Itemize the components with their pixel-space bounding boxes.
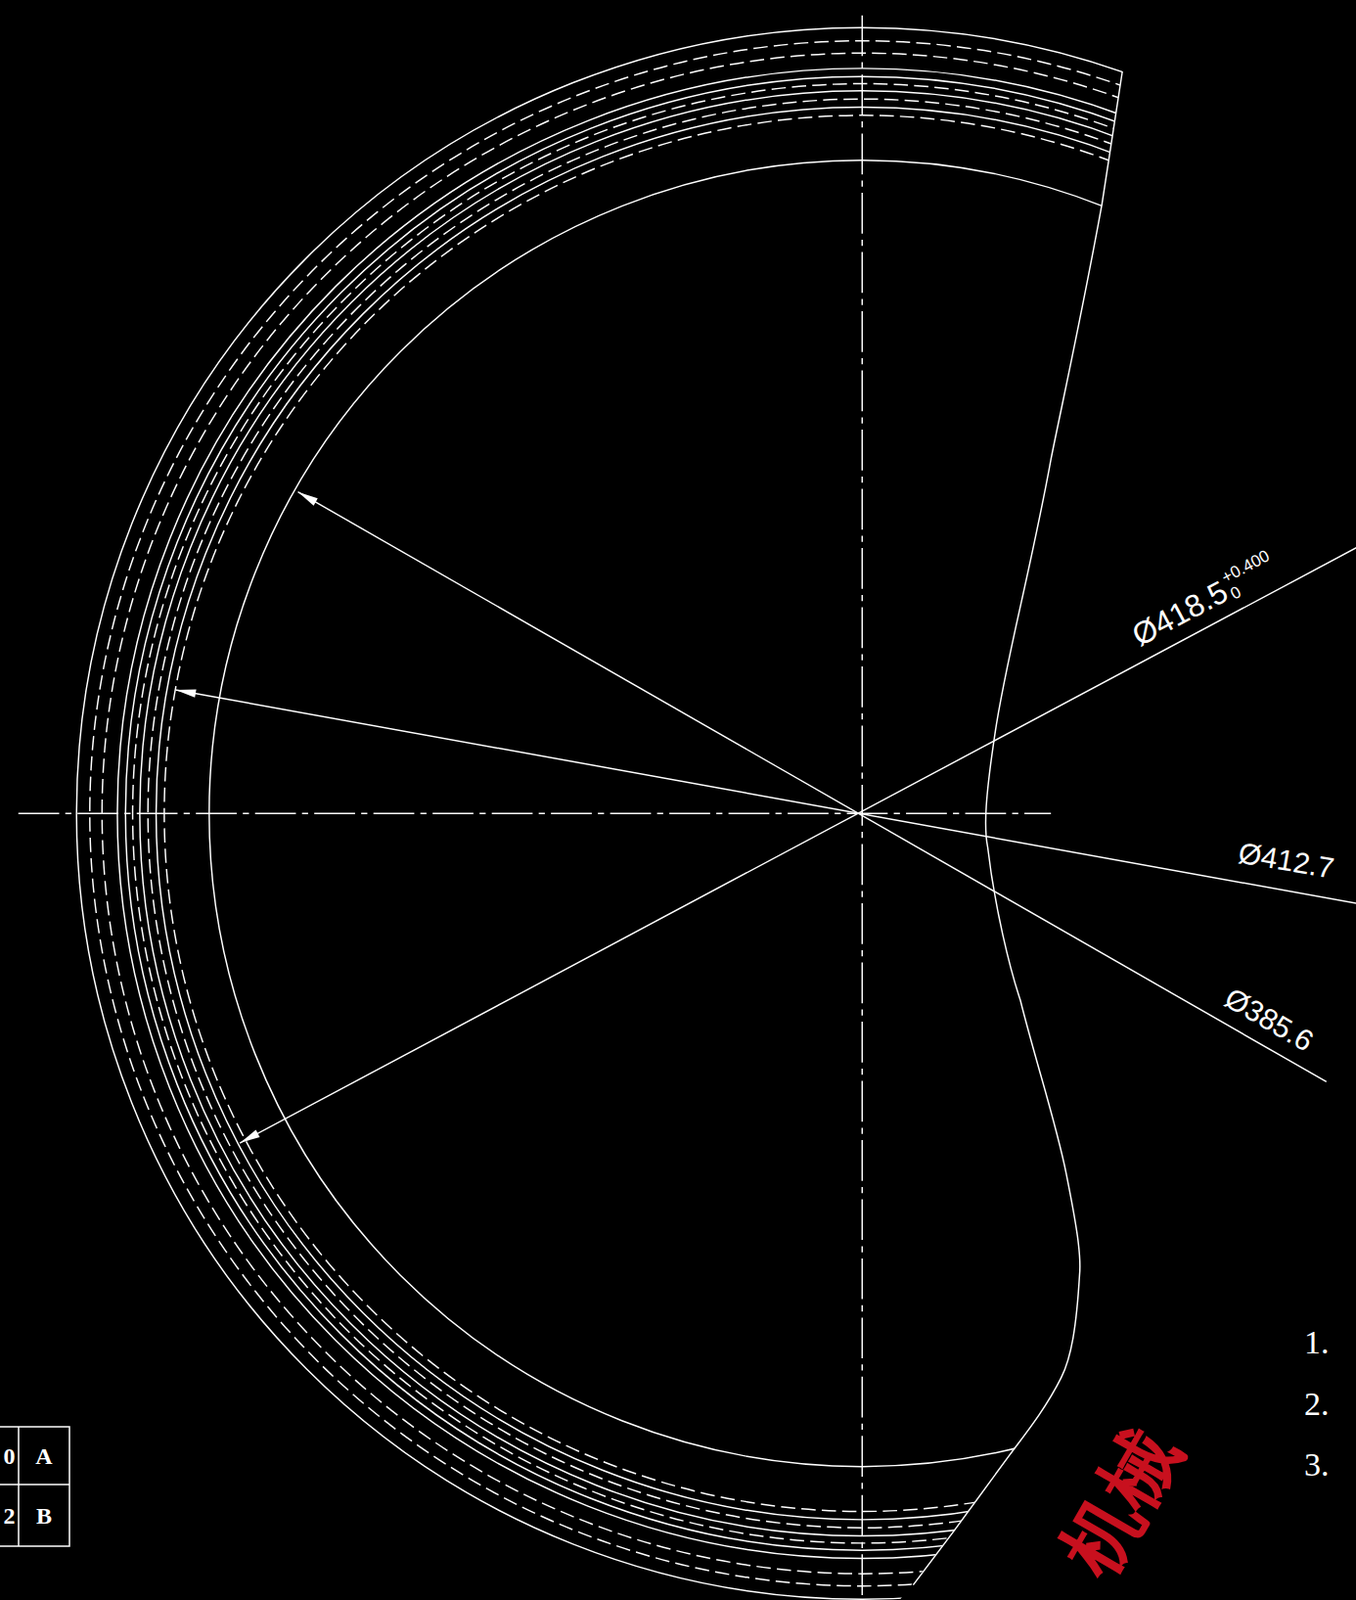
watermark: 机械 [1043, 1413, 1192, 1587]
table-cell: 2 [0, 1484, 19, 1546]
dimension-text: Ø412.7 [1235, 837, 1337, 887]
dimension-group: Ø418.5+0.4000 [1123, 542, 1282, 655]
watermark-text: 机械 [1048, 1416, 1192, 1587]
dimension-text: Ø418.5 [1127, 575, 1235, 655]
note-number: 3. [1304, 1447, 1330, 1482]
dimension-line [298, 492, 1327, 1083]
tolerance-text: +0.400 [1219, 546, 1272, 587]
arrowhead [175, 689, 196, 698]
dimension-line [175, 689, 1356, 905]
arrowhead [239, 1130, 260, 1143]
table-cell: B [18, 1484, 70, 1546]
note-number: 2. [1304, 1387, 1330, 1421]
table-cell: 0 [0, 1426, 19, 1485]
note-number: 1. [1304, 1325, 1330, 1359]
table-cell: A [18, 1426, 70, 1485]
dimension-line [239, 542, 1356, 1143]
dimension-group: Ø412.7 [1235, 836, 1337, 888]
center-line [18, 812, 1051, 814]
arrowhead [298, 492, 318, 506]
datum-table [0, 1426, 70, 1546]
center-line [861, 15, 863, 1600]
